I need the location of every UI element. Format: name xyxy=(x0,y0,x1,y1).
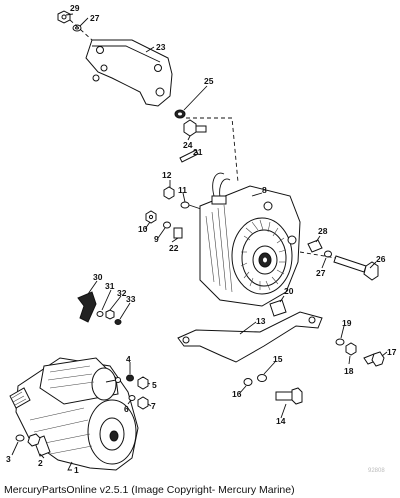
callout-13: 13 xyxy=(256,316,266,326)
washer-16 xyxy=(243,378,253,386)
callout-1: 1 xyxy=(74,465,79,475)
callout-3: 3 xyxy=(6,454,11,464)
washer-19 xyxy=(335,338,345,346)
nut-32 xyxy=(105,309,115,320)
nut-5 xyxy=(137,376,149,390)
leader-lines xyxy=(11,13,388,471)
callout-23: 23 xyxy=(156,42,166,52)
callout-26: 26 xyxy=(376,254,386,264)
callout-25: 25 xyxy=(204,76,214,86)
mounting-bracket xyxy=(85,39,173,107)
callout-8: 8 xyxy=(262,185,267,195)
callout-16: 16 xyxy=(232,389,242,399)
copyright-footer: MercuryPartsOnline v2.5.1 (Image Copyrig… xyxy=(4,484,295,496)
washer-27-top xyxy=(72,24,82,32)
bolt-26 xyxy=(333,255,379,281)
callout-6: 6 xyxy=(124,404,129,414)
callout-7: 7 xyxy=(151,401,156,411)
callout-12: 12 xyxy=(162,170,172,180)
callout-27-right: 27 xyxy=(316,268,326,278)
nut-18 xyxy=(345,342,357,356)
nut-33 xyxy=(114,319,122,325)
washer-3 xyxy=(15,434,25,442)
callout-2: 2 xyxy=(38,458,43,468)
callout-18: 18 xyxy=(344,366,354,376)
adjusting-bracket xyxy=(177,311,323,363)
callout-32: 32 xyxy=(117,288,127,298)
washer-9 xyxy=(163,221,171,229)
washer-15 xyxy=(257,374,267,382)
callout-labels: 29 27 23 25 24 21 12 11 8 10 9 22 28 27 … xyxy=(6,3,397,475)
callout-20: 20 xyxy=(284,286,294,296)
callout-9: 9 xyxy=(154,234,159,244)
callout-5: 5 xyxy=(152,380,157,390)
callout-14: 14 xyxy=(276,416,286,426)
nut-12 xyxy=(163,186,175,200)
watermark-number: 92808 xyxy=(368,468,385,474)
callout-22: 22 xyxy=(169,243,179,253)
washer-11 xyxy=(180,201,190,209)
callout-15: 15 xyxy=(273,354,283,364)
callout-4: 4 xyxy=(126,354,131,364)
callout-31: 31 xyxy=(105,281,115,291)
callout-21: 21 xyxy=(193,147,203,157)
alternator xyxy=(199,172,301,307)
nut-4 xyxy=(126,374,134,382)
callout-33: 33 xyxy=(126,294,136,304)
callout-19: 19 xyxy=(342,318,352,328)
spacer-20 xyxy=(269,299,287,317)
callout-17: 17 xyxy=(387,347,397,357)
nut-29 xyxy=(57,10,71,24)
callout-28: 28 xyxy=(318,226,328,236)
spacer-22 xyxy=(173,227,183,239)
washer-31 xyxy=(96,311,104,317)
callout-27: 27 xyxy=(90,13,100,23)
spacer-28 xyxy=(307,239,323,253)
washer-27-right xyxy=(324,250,332,258)
nut-10 xyxy=(145,210,157,224)
terminal-cover-30 xyxy=(77,291,97,323)
bolt-24 xyxy=(183,119,207,137)
callout-24: 24 xyxy=(183,140,193,150)
callout-10: 10 xyxy=(138,224,148,234)
spacer-25 xyxy=(174,109,186,119)
callout-30: 30 xyxy=(93,272,103,282)
nut-7 xyxy=(137,396,149,410)
callout-29: 29 xyxy=(70,3,80,13)
washer-6 xyxy=(128,395,136,401)
bolt-2 xyxy=(27,433,51,457)
callout-11: 11 xyxy=(178,185,187,195)
bolt-14 xyxy=(275,387,303,405)
bolt-17 xyxy=(363,351,385,367)
starter-motor xyxy=(9,357,139,471)
